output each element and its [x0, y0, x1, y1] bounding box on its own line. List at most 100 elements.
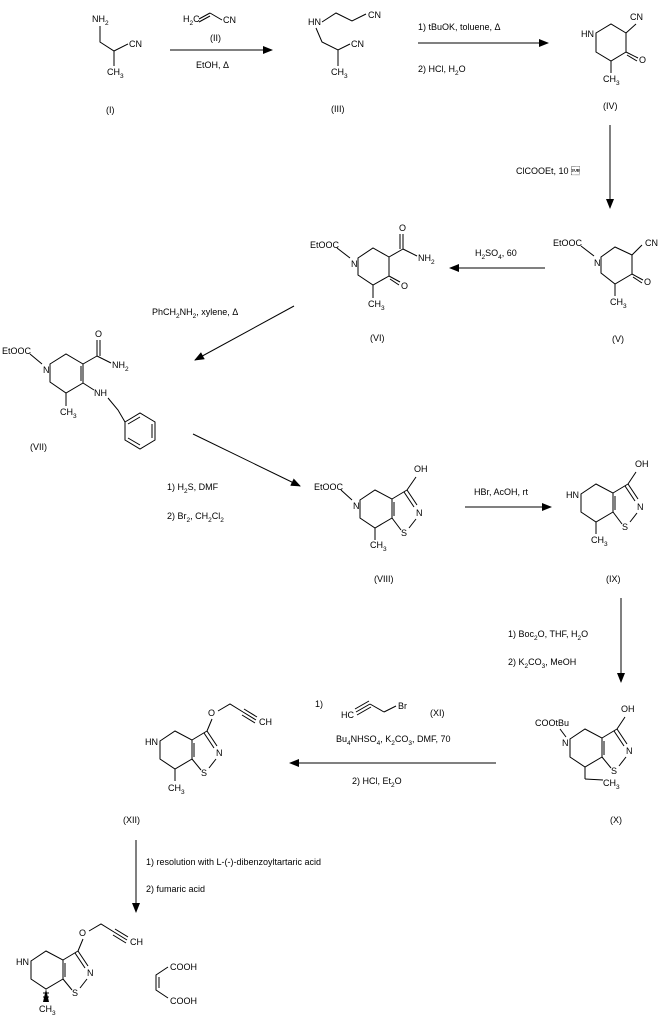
atom-label: N	[626, 746, 633, 756]
compound-label-VII: (VII)	[30, 442, 47, 452]
atom-label: CN	[630, 12, 643, 22]
atom-label: CH3	[331, 67, 348, 80]
arrow-step6	[192, 433, 301, 487]
atom-label: H2C	[183, 14, 200, 27]
reagent-XI: 1) HC Br (XI)	[315, 699, 445, 720]
step8-line2: 2) K2CO3, MeOH	[508, 657, 576, 670]
compound-XII: HN CH3 O CH N S (XII)	[123, 703, 272, 825]
compound-VI: EtOOC N O NH2 O CH3 (VI)	[310, 223, 435, 343]
atom-label: CH3	[370, 540, 387, 553]
step4-condition: H2SO4, 60	[475, 248, 517, 261]
compound-label-IV: (IV)	[603, 101, 618, 111]
atom-label: CH	[130, 937, 143, 947]
atom-label: CH3	[603, 74, 620, 87]
atom-label: Br	[398, 701, 407, 711]
atom-label: O	[639, 55, 646, 65]
step1-condition: EtOH, Δ	[196, 60, 229, 70]
atom-label: CH3	[591, 535, 608, 548]
compound-label-VI: (VI)	[370, 333, 385, 343]
atom-label: COOtBu	[535, 718, 569, 728]
atom-label: EtOOC	[314, 482, 344, 492]
compound-label-V: (V)	[612, 334, 624, 344]
compound-IX: HN CH3 OH N S (IX)	[566, 459, 649, 584]
atom-label: N	[351, 259, 358, 269]
atom-label: NH2	[112, 360, 129, 373]
atom-label: CH3	[603, 778, 620, 791]
compound-label-I: (I)	[106, 105, 115, 115]
step10-line1: 1) resolution with L-(-)-dibenzoyltartar…	[146, 857, 321, 867]
atom-label: CH3	[60, 407, 77, 420]
compound-label-VIII: (VIII)	[374, 574, 394, 584]
atom-label: CH3	[39, 1004, 56, 1017]
atom-label: EtOOC	[310, 240, 340, 250]
atom-label: O	[399, 223, 406, 233]
atom-label: HN	[16, 957, 29, 967]
step9-line1: Bu4NHSO4, K2CO3, DMF, 70	[336, 734, 451, 747]
atom-label: EtOOC	[2, 346, 32, 356]
compound-label-III: (III)	[331, 104, 345, 114]
atom-label: S	[72, 988, 78, 998]
compound-label-IX: (IX)	[606, 574, 621, 584]
atom-label: N	[87, 968, 94, 978]
atom-label: S	[622, 522, 628, 532]
step9-line2: 2) HCl, Et2O	[352, 776, 402, 789]
reagent-II: H2C CN	[183, 12, 236, 27]
step10-line2: 2) fumaric acid	[146, 884, 205, 894]
atom-label: N	[637, 502, 644, 512]
atom-label: CH3	[368, 299, 385, 312]
step6-line2: 2) Br2, CH2Cl2	[167, 511, 224, 524]
atom-label: S	[201, 768, 207, 778]
step9-prefix: 1)	[315, 699, 323, 709]
atom-label: CN	[368, 10, 381, 20]
atom-label: CN	[223, 15, 236, 25]
step3-condition: ClCOOEt, 10 	[516, 166, 580, 176]
atom-label: O	[95, 329, 102, 339]
compound-I: NH2 CN CH3 (I)	[92, 14, 142, 115]
atom-label: OH	[621, 704, 635, 714]
step7-condition: HBr, AcOH, rt	[474, 487, 529, 497]
atom-label: OH	[635, 459, 649, 469]
atom-label: NH2	[92, 14, 109, 27]
atom-label: NH2	[418, 253, 435, 266]
atom-label: CH3	[168, 783, 185, 796]
atom-label: HN	[145, 737, 158, 747]
atom-label: HC	[341, 710, 354, 720]
step2-line1: 1) tBuOK, toluene, Δ	[418, 22, 501, 32]
atom-label: O	[401, 281, 408, 291]
atom-label: S	[611, 766, 617, 776]
compound-VII: EtOOC N O NH2 NH CH3 (VII)	[2, 329, 156, 452]
step5-condition: PhCH2NH2, xylene, Δ	[152, 307, 238, 320]
atom-label: NH	[94, 388, 107, 398]
atom-label: N	[594, 258, 601, 268]
compound-label-X: (X)	[610, 815, 622, 825]
atom-label: N	[562, 738, 569, 748]
compound-IV: HN CN O CH3 (IV)	[581, 12, 646, 111]
atom-label: OH	[414, 464, 428, 474]
atom-label: O	[208, 708, 215, 718]
compound-X: COOtBu N CH3 OH N S (X)	[535, 704, 635, 825]
atom-label: CN	[645, 238, 658, 248]
compound-label-XII: (XII)	[123, 815, 140, 825]
atom-label: COOH	[170, 996, 197, 1006]
atom-label: HN	[581, 29, 594, 39]
atom-label: O	[644, 277, 651, 287]
wedge-bond	[43, 989, 49, 1002]
atom-label: N	[216, 748, 223, 758]
atom-label: CH3	[107, 67, 124, 80]
atom-label: CH3	[610, 297, 627, 310]
atom-label: CN	[129, 39, 142, 49]
step8-line1: 1) Boc2O, THF, H2O	[508, 629, 588, 642]
step1-reagent: (II)	[210, 33, 221, 43]
atom-label: CN	[351, 39, 364, 49]
atom-label: S	[401, 528, 407, 538]
atom-label: N	[416, 508, 423, 518]
step6-line1: 1) H2S, DMF	[167, 482, 219, 495]
compound-VIII: EtOOC N CH3 OH N S (VIII)	[314, 464, 428, 584]
atom-label: O	[79, 928, 86, 938]
final-product: HN CH3 O CH N S COOH COOH	[16, 923, 197, 1017]
atom-label: EtOOC	[553, 238, 583, 248]
atom-label: N	[43, 365, 50, 375]
atom-label: HN	[566, 490, 579, 500]
atom-label: HN	[308, 17, 321, 27]
